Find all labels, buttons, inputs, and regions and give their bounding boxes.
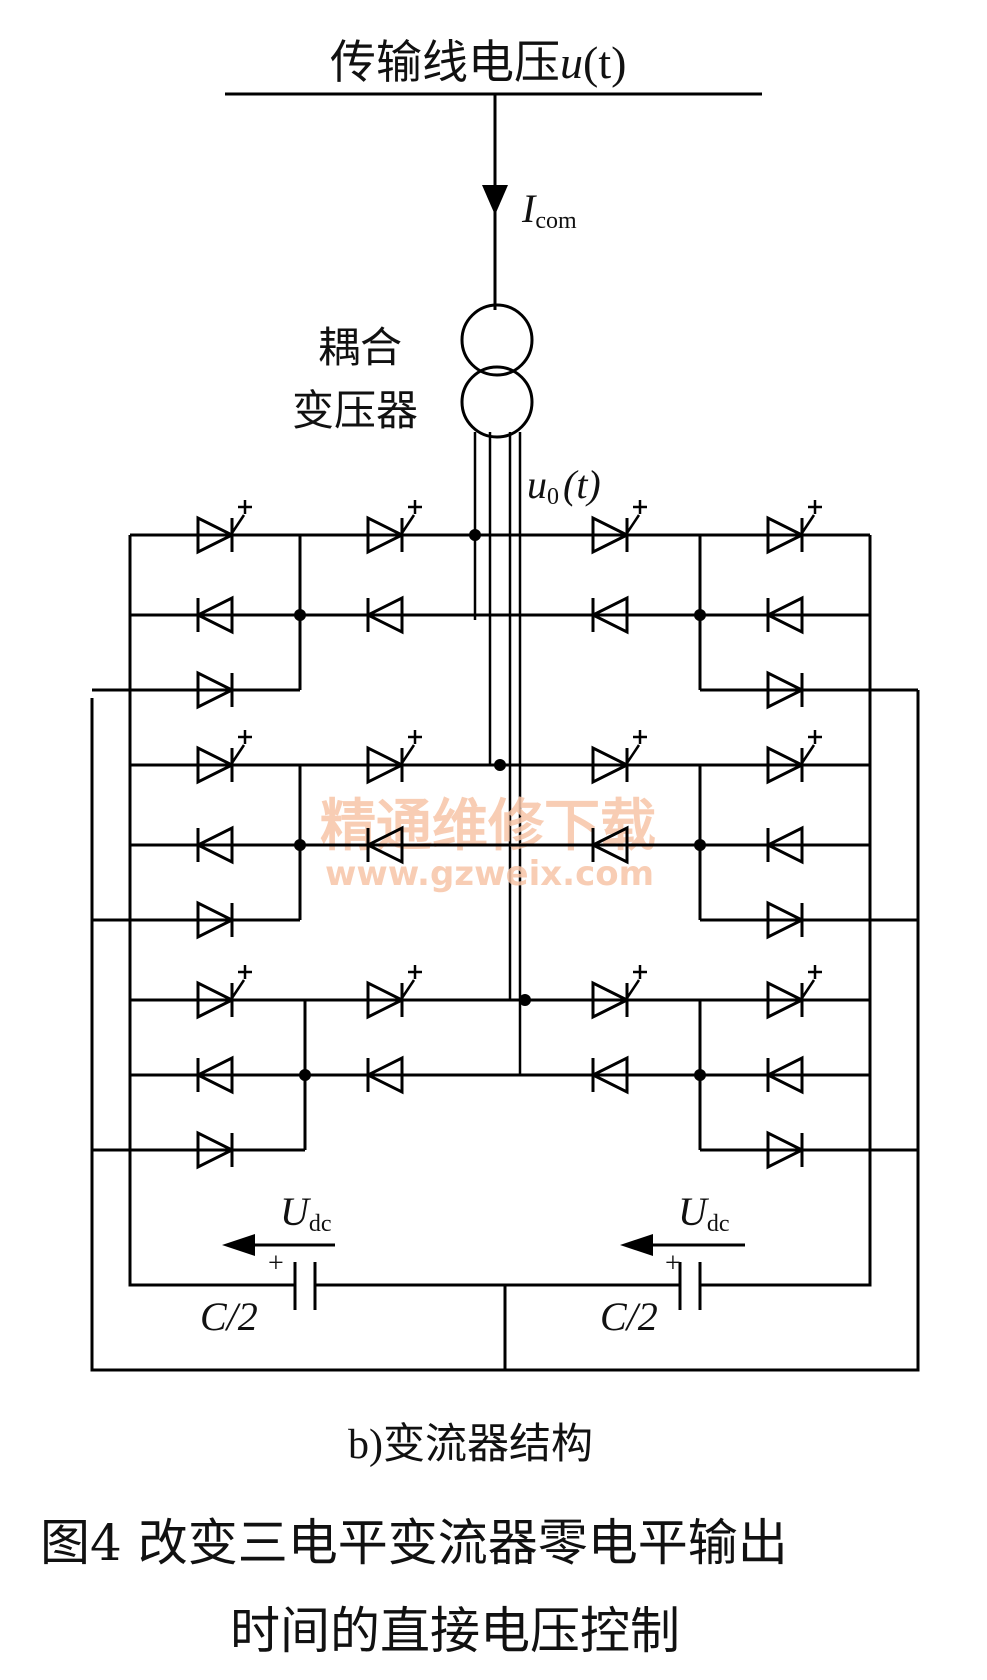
leg3-clamp-diode-left xyxy=(196,1130,236,1170)
leg2-thyristor-1-gate xyxy=(230,744,246,764)
leg2-thyristor-3-gate xyxy=(625,744,641,764)
leg3-node-left xyxy=(299,1069,311,1081)
leg2-diode-mid-1 xyxy=(194,825,234,865)
leg3-thyristor-4 xyxy=(766,980,806,1020)
converter-legs xyxy=(92,500,918,1170)
leg3-thyristor-3-gate xyxy=(625,979,641,999)
leg1-diode-mid-2 xyxy=(364,595,404,635)
udc-left-arrow-icon xyxy=(222,1234,255,1256)
udc-right-arrow-icon xyxy=(620,1234,653,1256)
watermark-text: 精通维修下载 xyxy=(320,794,656,859)
leg2-thyristor-3 xyxy=(591,745,631,785)
leg3-node-right xyxy=(694,1069,706,1081)
leg2-thyristor-1 xyxy=(196,745,236,785)
capacitor-left xyxy=(293,1262,317,1310)
leg1-thyristor-2 xyxy=(366,515,406,555)
figure-caption-line2: 时间的直接电压控制 xyxy=(230,1602,680,1660)
leg1-thyristor-2-gate xyxy=(400,514,416,534)
current-label: Icom xyxy=(521,186,577,234)
leg3-thyristor-1 xyxy=(196,980,236,1020)
leg1-thyristor-3 xyxy=(591,515,631,555)
leg1-clamp-diode-left xyxy=(196,670,236,710)
leg1-diode-mid-3 xyxy=(589,595,629,635)
leg1-diode-mid-4 xyxy=(764,595,804,635)
watermark-url: www.gzweix.com xyxy=(325,854,654,894)
figure-caption-line1: 图4 改变三电平变流器零电平输出 xyxy=(40,1514,788,1572)
leg3-thyristor-2 xyxy=(366,980,406,1020)
transformer-label-line1: 耦合 xyxy=(318,326,402,372)
leg1-thyristor-1 xyxy=(196,515,236,555)
leg2-thyristor-4 xyxy=(766,745,806,785)
leg2-node-right xyxy=(694,839,706,851)
leg3-thyristor-4-gate xyxy=(800,979,816,999)
leg2-clamp-diode-left xyxy=(196,900,236,940)
leg3-node-output xyxy=(519,994,531,1006)
leg3-thyristor-1-gate xyxy=(230,979,246,999)
leg3-thyristor-3 xyxy=(591,980,631,1020)
leg1-thyristor-1-gate xyxy=(230,514,246,534)
leg2-thyristor-2-gate xyxy=(400,744,416,764)
leg1-clamp-diode-right xyxy=(766,670,806,710)
leg2-thyristor-4-gate xyxy=(800,744,816,764)
leg2-diode-mid-2 xyxy=(364,825,404,865)
leg3-thyristor-2-gate xyxy=(400,979,416,999)
current-arrow-icon xyxy=(482,185,508,215)
leg2-clamp-diode-right xyxy=(766,900,806,940)
leg1-thyristor-4 xyxy=(766,515,806,555)
leg3-diode-mid-3 xyxy=(589,1055,629,1095)
transformer-label-line2: 变压器 xyxy=(292,388,418,435)
transformer-primary-winding xyxy=(460,303,534,377)
leg1-diode-mid-1 xyxy=(194,595,234,635)
leg3-diode-mid-1 xyxy=(194,1055,234,1095)
leg1-node-output xyxy=(469,529,481,541)
subcaption: b)变流器结构 xyxy=(348,1421,593,1468)
leg3-clamp-diode-right xyxy=(766,1130,806,1170)
leg2-node-output xyxy=(494,759,506,771)
transformer-secondary-winding xyxy=(460,365,534,439)
leg2-diode-mid-4 xyxy=(764,825,804,865)
capacitor-right xyxy=(678,1262,702,1310)
dc-bus-outer-loop xyxy=(90,690,920,1372)
leg2-node-left xyxy=(294,839,306,851)
leg2-diode-mid-3 xyxy=(589,825,629,865)
transmission-line-label: 传输线电压u(t) xyxy=(330,37,626,88)
leg1-thyristor-3-gate xyxy=(625,514,641,534)
leg3-diode-mid-4 xyxy=(764,1055,804,1095)
leg2-thyristor-2 xyxy=(366,745,406,785)
leg3-diode-mid-2 xyxy=(364,1055,404,1095)
capacitor-right-label: C/2 xyxy=(600,1294,658,1339)
capacitor-left-label: C/2 xyxy=(200,1294,258,1339)
capacitor-right-plus: + xyxy=(665,1248,681,1279)
dc-bus-positive-right xyxy=(700,535,872,1287)
leg1-thyristor-4-gate xyxy=(800,514,816,534)
leg1-node-right xyxy=(694,609,706,621)
udc-right-label: Udc xyxy=(678,1189,730,1237)
capacitor-left-plus: + xyxy=(268,1248,284,1279)
output-voltage-label: u0(t) xyxy=(527,462,601,510)
leg1-node-left xyxy=(294,609,306,621)
dc-bus-positive-left xyxy=(128,535,295,1287)
udc-left-label: Udc xyxy=(280,1189,332,1237)
